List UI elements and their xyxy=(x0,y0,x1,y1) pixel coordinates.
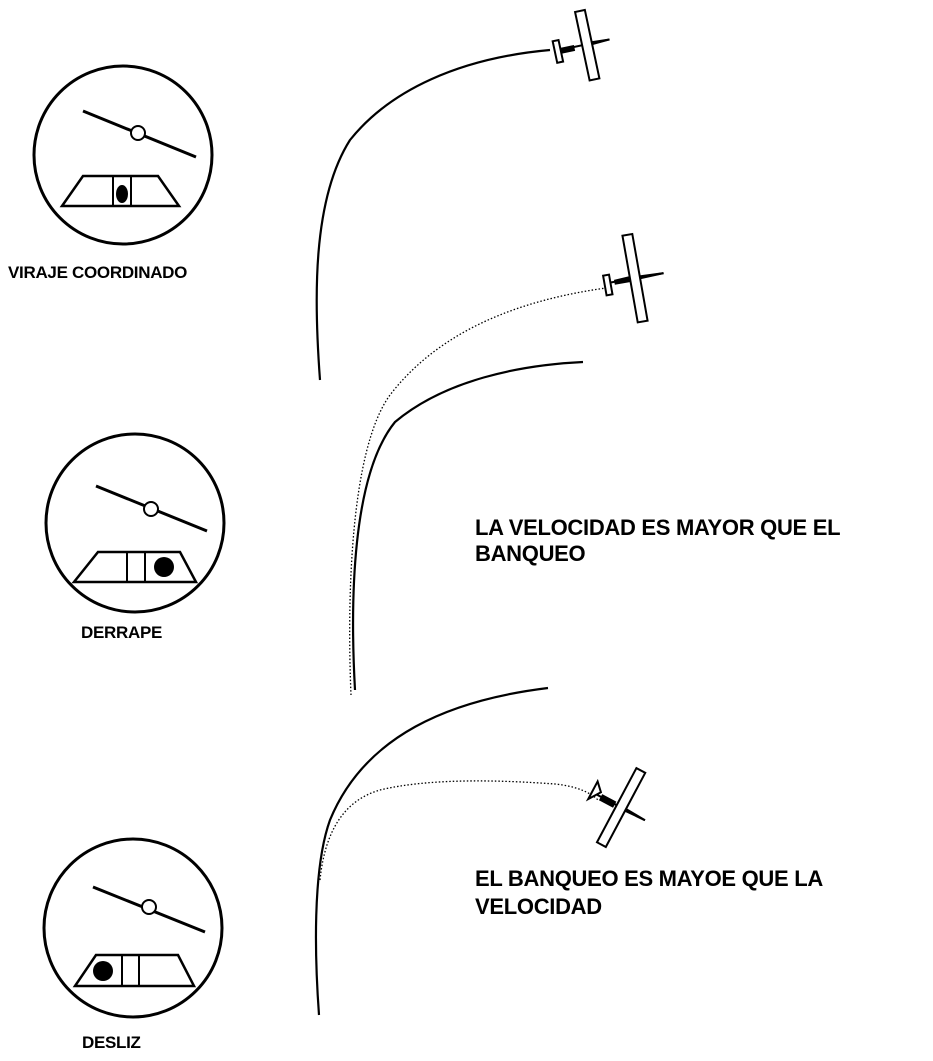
caption-skid: DERRAPE xyxy=(81,623,163,642)
airplane-icon-coordinated xyxy=(551,8,610,82)
inclinometer-ball xyxy=(93,961,113,981)
inclinometer-ball xyxy=(154,557,174,577)
skid-note-line-2: BANQUEO xyxy=(475,541,586,566)
caption-coordinated-turn: VIRAJE COORDINADO xyxy=(8,263,188,282)
flight-path-icon-coordinated xyxy=(315,48,551,381)
inclinometer-tube xyxy=(59,174,182,208)
inclinometer-tube xyxy=(71,550,199,584)
slip-note-line-2: VELOCIDAD xyxy=(475,894,602,919)
flight-path-icon-skid-dotted xyxy=(349,287,607,696)
inclinometer-tube xyxy=(72,953,197,988)
flight-path-icon-slip-dotted xyxy=(319,780,599,881)
airplane-icon-skid xyxy=(601,232,664,324)
instrument-bezel xyxy=(44,432,226,614)
skid-note-line-1: LA VELOCIDAD ES MAYOR QUE EL xyxy=(475,515,841,540)
slip-note-line-1: EL BANQUEO ES MAYOE QUE LA xyxy=(475,866,823,891)
turn-coordinator-icon-slip xyxy=(42,837,224,1019)
pivot-circle xyxy=(130,125,146,141)
airplane-icon-slip xyxy=(585,766,647,849)
flight-path-icon-slip-solid xyxy=(314,686,549,1016)
caption-slip: DESLIZ xyxy=(82,1033,141,1052)
instrument-bezel xyxy=(32,64,214,246)
turn-coordinator-icon-coordinated xyxy=(32,64,214,246)
instrument-bezel xyxy=(42,837,224,1019)
turn-coordinator-icon-skid xyxy=(44,432,226,614)
pivot-circle xyxy=(141,899,157,915)
flight-path-icon-skid-solid xyxy=(351,360,584,691)
inclinometer-ball xyxy=(116,185,128,203)
pivot-circle xyxy=(143,501,159,517)
